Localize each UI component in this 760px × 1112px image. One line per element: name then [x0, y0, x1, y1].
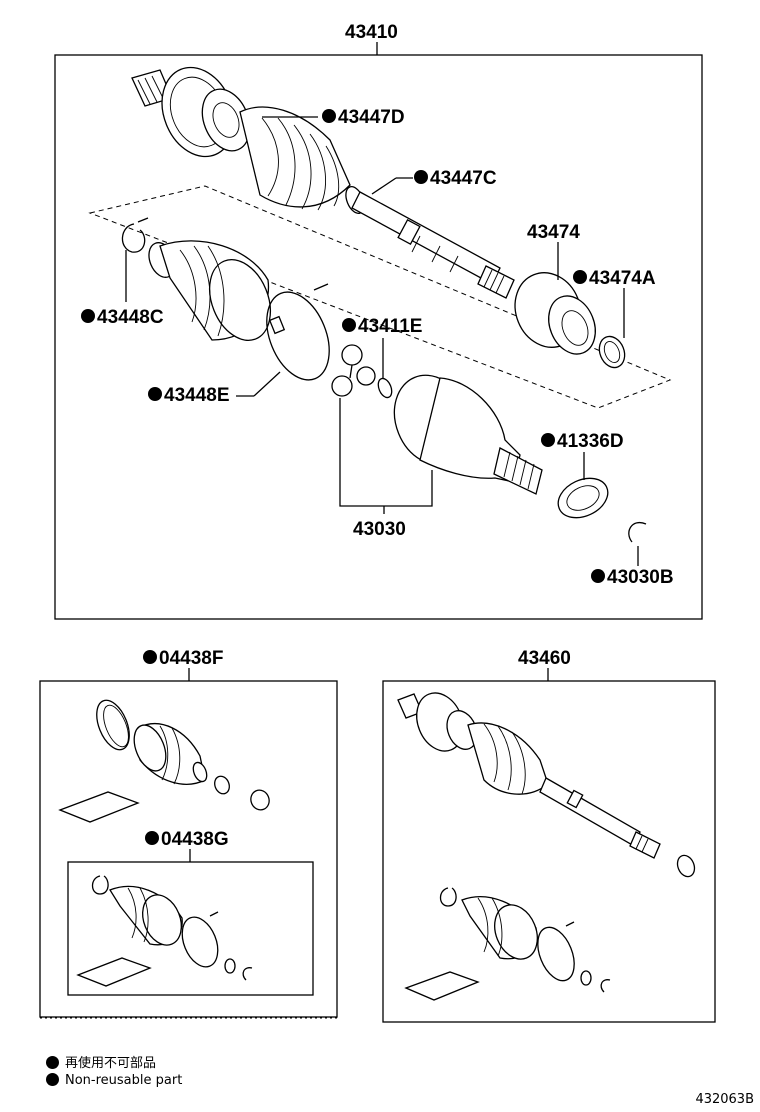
inner-boot-illustration	[148, 240, 272, 341]
non-reusable-dot-43447C	[414, 170, 428, 184]
kit-04438G-box	[67, 861, 314, 996]
shaft-assembly-box	[382, 680, 716, 1023]
non-reusable-dot-04438G	[145, 831, 159, 845]
label-43474A: 43474A	[589, 268, 656, 289]
part-43474-illustration	[514, 272, 596, 355]
leader-43447C	[371, 177, 397, 195]
kit-04438G-parts-illustration	[76, 875, 253, 987]
label-43460: 43460	[518, 648, 571, 669]
part-43030-illustration	[393, 374, 543, 495]
non-reusable-dot-43411E	[342, 318, 356, 332]
part-43030B-illustration	[628, 521, 647, 543]
label-41336D: 41336D	[557, 431, 624, 452]
label-43411E: 43411E	[358, 316, 422, 337]
non-reusable-dot-43447D	[322, 109, 336, 123]
dashed-boundary	[88, 185, 672, 409]
non-reusable-dot-43030B	[591, 569, 605, 583]
legend-row-1: 再使用不可部品	[46, 1052, 156, 1071]
shaft-43460-illustration	[397, 692, 696, 1001]
legend-row-2: Non-reusable part	[46, 1073, 182, 1088]
label-43447C: 43447C	[430, 168, 497, 189]
drive-shaft-illustration	[131, 66, 515, 299]
label-43410: 43410	[345, 22, 398, 43]
non-reusable-dot-43448E	[148, 387, 162, 401]
non-reusable-dot-41336D	[541, 433, 555, 447]
label-43474: 43474	[527, 222, 580, 243]
non-reusable-dot-04438F	[143, 650, 157, 664]
kit-04438F-parts-illustration	[58, 699, 270, 823]
label-43447D: 43447D	[338, 107, 405, 128]
label-43448C: 43448C	[97, 307, 164, 328]
part-43411E-illustration	[331, 344, 393, 399]
label-43448E: 43448E	[164, 385, 230, 406]
main-assembly-box	[54, 54, 703, 620]
legend-text-japanese: 再使用不可部品	[65, 1056, 157, 1071]
part-43474A-illustration	[598, 335, 626, 369]
non-reusable-dot-43448C	[81, 309, 95, 323]
kit-04438F-box	[39, 680, 338, 1018]
label-04438G: 04438G	[161, 829, 229, 850]
non-reusable-dot-icon	[46, 1073, 59, 1086]
part-43448C-illustration	[121, 217, 149, 253]
legend-text-english: Non-reusable part	[65, 1073, 183, 1088]
part-41336D-illustration	[557, 477, 609, 519]
part-43448E-illustration	[266, 283, 330, 381]
diagram-code: 432063B	[695, 1092, 754, 1107]
non-reusable-dot-icon	[46, 1056, 59, 1069]
label-43030B: 43030B	[607, 567, 674, 588]
non-reusable-dot-43474A	[573, 270, 587, 284]
leader-43030	[339, 398, 433, 507]
label-43030: 43030	[353, 519, 406, 540]
label-04438F: 04438F	[159, 648, 223, 669]
